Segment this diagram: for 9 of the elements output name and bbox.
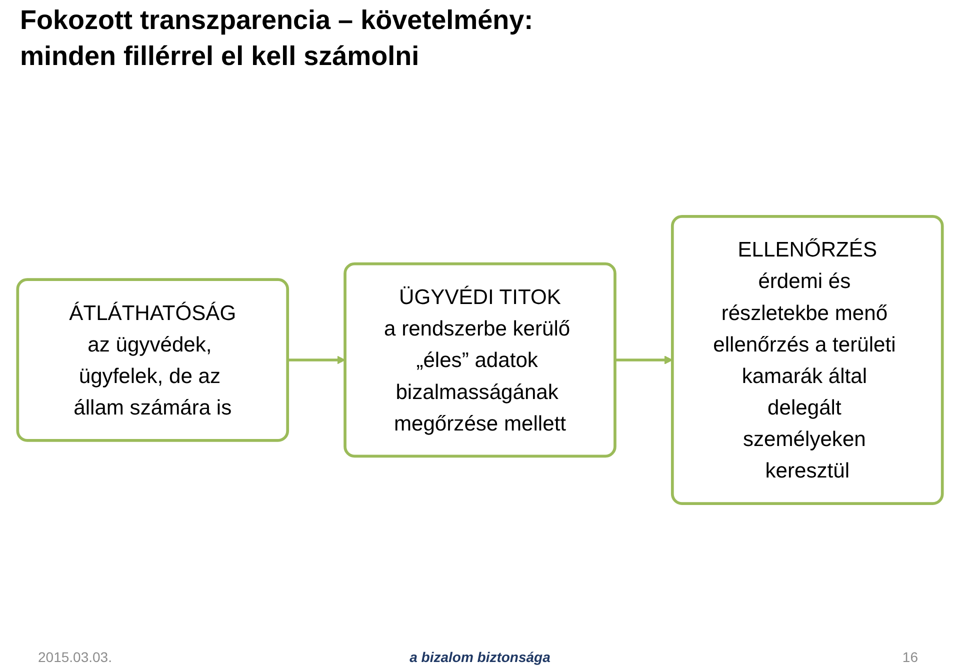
node-box: ÁTLÁTHATÓSÁG az ügyvédek, ügyfelek, de az állam számára is [16, 278, 290, 442]
slide-title: Fokozott transzparencia – követelmény: minden fillérrel el kell számolni [20, 4, 534, 73]
arrow [288, 356, 346, 364]
date-text: 2015.03.03. [38, 649, 112, 665]
page-number: 16 [902, 649, 918, 665]
node-box: ELLENŐRZÉS érdemi és részletekbe menő ellenőrzés a területi kamarák által delegált személyeken keresztül [670, 214, 944, 506]
node-box: ÜGYVÉDI TITOK a rendszerbe kerülő „éles” adatok bizalmasságának megőrzése mellett [344, 262, 616, 458]
footer-text: a bizalom biztonsága [410, 649, 550, 665]
arrow [614, 356, 673, 364]
